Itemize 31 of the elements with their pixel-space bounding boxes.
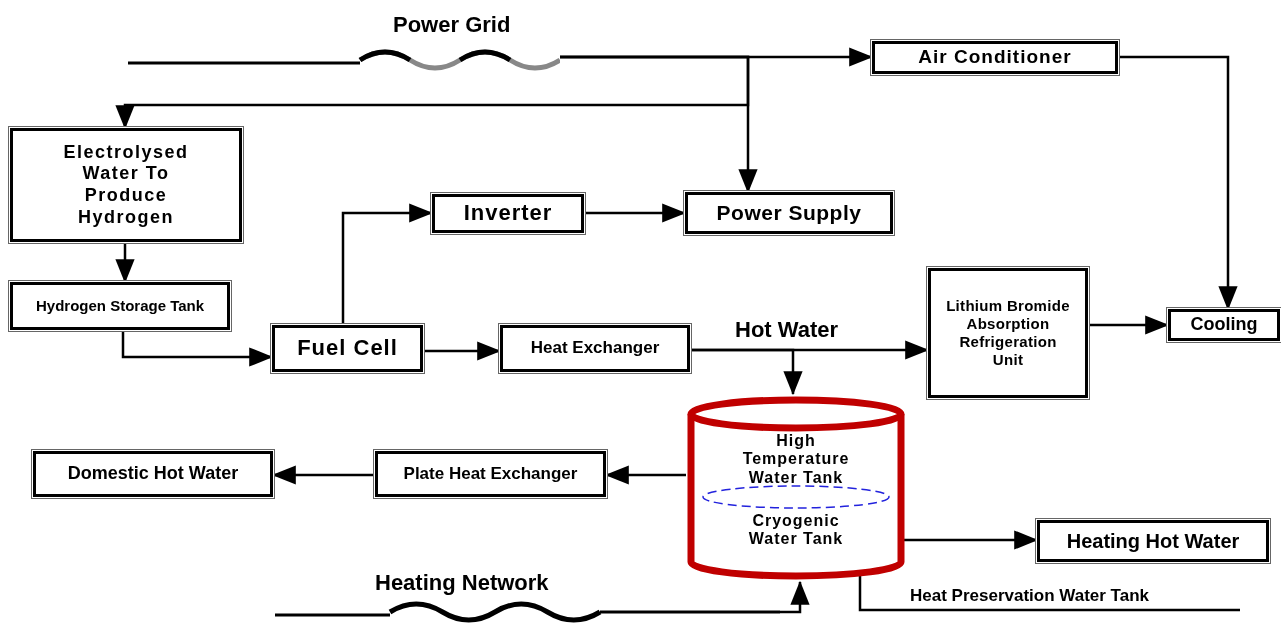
box-label: Inverter [463, 200, 553, 227]
box-label: Heat Exchanger [530, 338, 660, 359]
box-label: Fuel Cell [297, 335, 398, 362]
process-box [872, 41, 1118, 74]
process-box [432, 194, 584, 233]
box-label: Lithium Bromide Absorption Refrigeration Unit [945, 297, 1071, 369]
box-label: Cooling [1190, 314, 1258, 336]
arrow [780, 580, 810, 614]
process-box [375, 451, 606, 497]
box-label: Heating Hot Water [1066, 529, 1240, 553]
process-box [1037, 520, 1269, 562]
flow-line [858, 576, 1240, 612]
tank-label: Cryogenic Water Tank [747, 512, 845, 549]
section-label: Power Grid [393, 12, 511, 38]
box-label: Domestic Hot Water [67, 463, 239, 485]
box-label: Power Supply [716, 200, 862, 226]
section-label: Heating Network [375, 570, 549, 596]
process-box [10, 282, 230, 330]
tank-label: High Temperature Water Tank [741, 432, 851, 488]
box-label: Electrolysed Water To Produce Hydrogen [62, 141, 190, 229]
process-box [1168, 309, 1280, 341]
process-box [500, 325, 690, 372]
process-box [685, 192, 893, 234]
box-label: Air Conditioner [918, 46, 1072, 69]
box-label: Plate Heat Exchanger [403, 463, 578, 485]
process-box [928, 268, 1088, 398]
process-box [272, 325, 423, 372]
box-label: Hydrogen Storage Tank [35, 297, 205, 315]
arrow [690, 348, 803, 396]
process-box [10, 128, 242, 242]
process-box [33, 451, 273, 497]
